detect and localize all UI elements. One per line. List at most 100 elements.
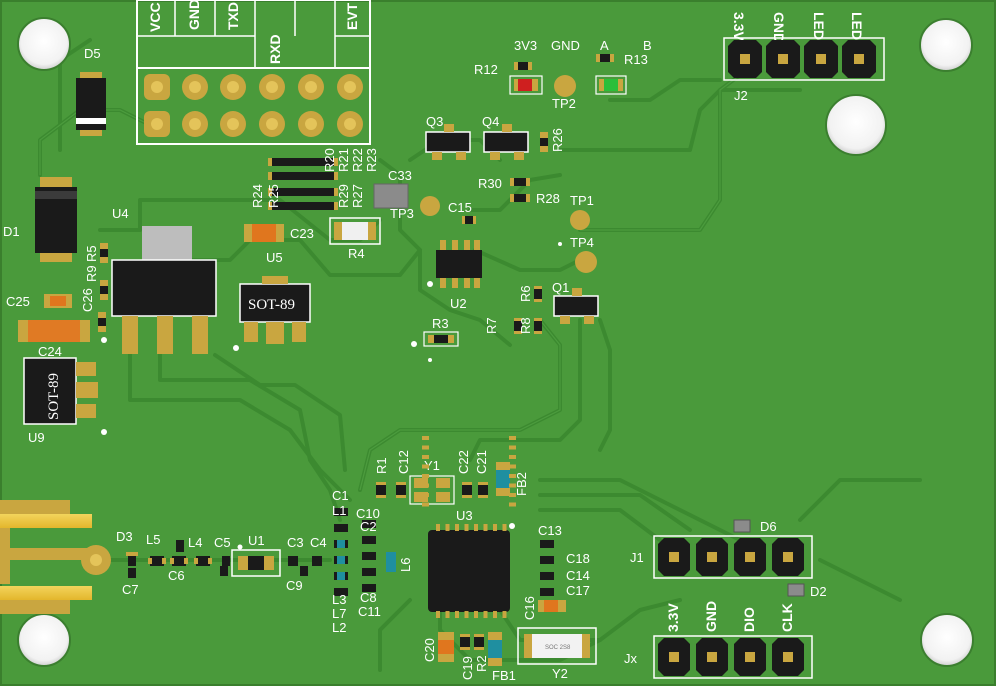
ref-c1: C1: [332, 488, 349, 503]
bottom-parts: C20 C19 R2 FB1 SOC 2S8 Y2: [422, 627, 597, 683]
resistor-array: R24 R25 R20 R21 R22 R23 R29 R27: [250, 148, 379, 210]
ref-d6: D6: [760, 519, 777, 534]
ref-r21: R21: [336, 148, 351, 172]
ref-r1: R1: [374, 457, 389, 474]
header-pin-gnd: GND: [186, 0, 202, 30]
parts-c23-r4: C23 R4: [244, 217, 381, 261]
ref-c5: C5: [214, 535, 231, 550]
transistors-q3-q4: Q3 Q4 R26: [425, 114, 565, 160]
header-pads: [144, 74, 363, 137]
ref-j1: J1: [630, 550, 644, 565]
ref-r22: R22: [350, 148, 365, 172]
ref-c21: C21: [474, 450, 489, 474]
ref-c2: C2: [360, 519, 377, 534]
ref-c7: C7: [122, 582, 139, 597]
ref-tp3: TP3: [390, 206, 414, 221]
mounting-hole-mid: [825, 94, 887, 156]
ref-tp2: TP2: [552, 96, 576, 111]
parts-q1-r6-r8: R6 R7 R8 Q1: [484, 280, 599, 334]
mounting-hole-tr: [919, 18, 973, 72]
ref-r4: R4: [348, 246, 365, 261]
ref-r12: R12: [474, 62, 498, 77]
crystal-y1: R1 C12 Y1 C22 C21 FB2: [374, 450, 529, 505]
ref-r9: R9: [84, 265, 99, 282]
j2-pin-led1: LED1: [811, 12, 827, 48]
ref-c22: C22: [456, 450, 471, 474]
net-label-a: A: [600, 38, 609, 53]
ref-d3: D3: [116, 529, 133, 544]
ref-c25: C25: [6, 294, 30, 309]
rf-chain: D3 L5 L4 C5 C6 C7 U1 C3 C4 C9: [116, 529, 327, 597]
j2-pin-3v3: 3.3V: [731, 12, 747, 41]
ref-c11: C11: [358, 604, 381, 619]
ref-r2: R2: [474, 655, 489, 672]
mounting-holes: [17, 17, 974, 667]
parts-c33-tp3: C33 TP3: [373, 168, 440, 221]
ref-q3: Q3: [426, 114, 443, 129]
jx-pin-3v3: 3.3V: [665, 603, 681, 632]
connector-j2: 3.3V GND LED1 LED2 J2: [723, 12, 885, 103]
ref-r20: R20: [322, 148, 337, 172]
header-pin-evt: EVT: [344, 2, 360, 30]
net-label-b: B: [643, 38, 652, 53]
ref-l6: L6: [398, 558, 413, 572]
resistors-r5-r9: R5 R9: [84, 243, 108, 300]
ref-y1: Y1: [424, 458, 440, 473]
ref-c12: C12: [396, 450, 411, 474]
ref-fb1: FB1: [492, 668, 516, 683]
ref-c4: C4: [310, 535, 327, 550]
header-pin-rxd: RXD: [267, 34, 283, 64]
capacitor-c15: C15: [448, 200, 476, 224]
ref-c15: C15: [448, 200, 472, 215]
ref-u3: U3: [456, 508, 473, 523]
diode-d1: D1: [3, 177, 77, 262]
ref-tp4: TP4: [570, 235, 594, 250]
ref-c19: C19: [460, 656, 475, 680]
mcu-u3: U3: [422, 436, 516, 618]
j2-pin-gnd: GND: [771, 12, 787, 43]
ref-l2: L2: [332, 620, 346, 635]
jx-pin-gnd: GND: [703, 601, 719, 632]
ref-y2: Y2: [552, 666, 568, 681]
ref-u5: U5: [266, 250, 283, 265]
capacitors-c24-c26: C25 C26 C24: [6, 288, 106, 359]
ref-r13: R13: [624, 52, 648, 67]
ref-r7: R7: [484, 317, 499, 334]
mounting-hole-bl: [17, 613, 71, 667]
ref-c13: C13: [538, 523, 562, 538]
header-pin-vcc: VCC: [147, 2, 163, 32]
ref-c3: C3: [287, 535, 304, 550]
ref-r26: R26: [550, 128, 565, 152]
net-label-3v3: 3V3: [514, 38, 537, 53]
ref-jx: Jx: [624, 651, 638, 666]
ref-r29: R29: [336, 184, 351, 208]
ref-c16: C16: [522, 596, 537, 620]
ref-c26: C26: [80, 288, 95, 312]
ref-u2: U2: [450, 296, 467, 311]
connector-j1: D6 J1 D2: [630, 519, 827, 599]
ref-d2: D2: [810, 584, 827, 599]
ref-l5: L5: [146, 532, 160, 547]
mounting-hole-br: [920, 613, 974, 667]
top-header-connector: VCC GND TXD RXD EVT: [136, 0, 371, 145]
net-label-gnd: GND: [551, 38, 580, 53]
ref-r8: R8: [518, 317, 533, 334]
jx-pin-dio: DIO: [741, 607, 757, 632]
ref-c10: C10: [356, 506, 380, 521]
rf-matching: C1 L1 C10 C2 L6 L3 C8 L7 C11 L2: [332, 488, 413, 635]
ref-r25: R25: [266, 184, 281, 208]
ref-u9: U9: [28, 430, 45, 445]
testpoint-tp2: [554, 75, 576, 97]
ref-c24: C24: [38, 344, 62, 359]
testpoint-tp1: [570, 210, 590, 230]
package-u9: SOT-89: [46, 373, 62, 420]
ref-r24: R24: [250, 184, 265, 208]
j2-pin-led2: LED2: [849, 12, 865, 48]
ref-d5: D5: [84, 46, 101, 61]
ref-q4: Q4: [482, 114, 499, 129]
ref-q1: Q1: [552, 280, 569, 295]
diode-d5: D5: [76, 46, 106, 136]
package-u5: SOT-89: [248, 297, 295, 313]
ref-l7: L7: [332, 606, 346, 621]
ref-l4: L4: [188, 535, 202, 550]
